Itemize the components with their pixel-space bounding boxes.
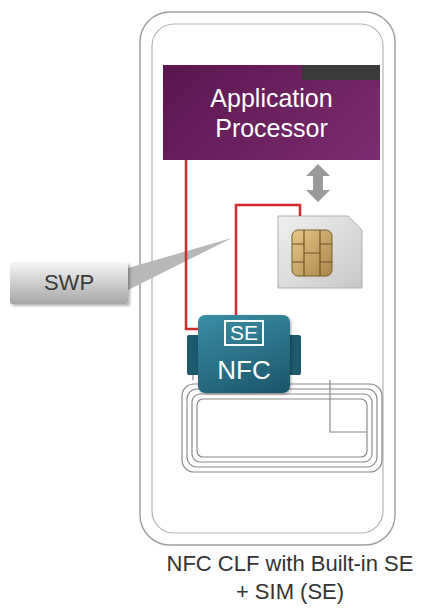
phone-outline: [140, 12, 395, 545]
nfc-chip: NFC SE: [198, 315, 290, 393]
node-label: NFC: [217, 356, 270, 385]
processor-box: Application Processor: [163, 65, 380, 160]
double-arrow: [306, 164, 330, 202]
caption: NFC CLF with Built-in SE + SIM (SE): [160, 550, 420, 605]
node-label: Application Processor: [173, 83, 370, 143]
sim-card: [278, 216, 362, 288]
phone-screen: [152, 24, 383, 533]
node-label: SE: [230, 322, 258, 344]
node-label: SWP: [44, 270, 94, 296]
callout-pointer: [128, 238, 232, 290]
swp-wire: [236, 205, 300, 316]
callout-box: SWP: [10, 262, 128, 304]
signal-wire: [186, 160, 198, 329]
se-box: SE: [224, 320, 264, 346]
